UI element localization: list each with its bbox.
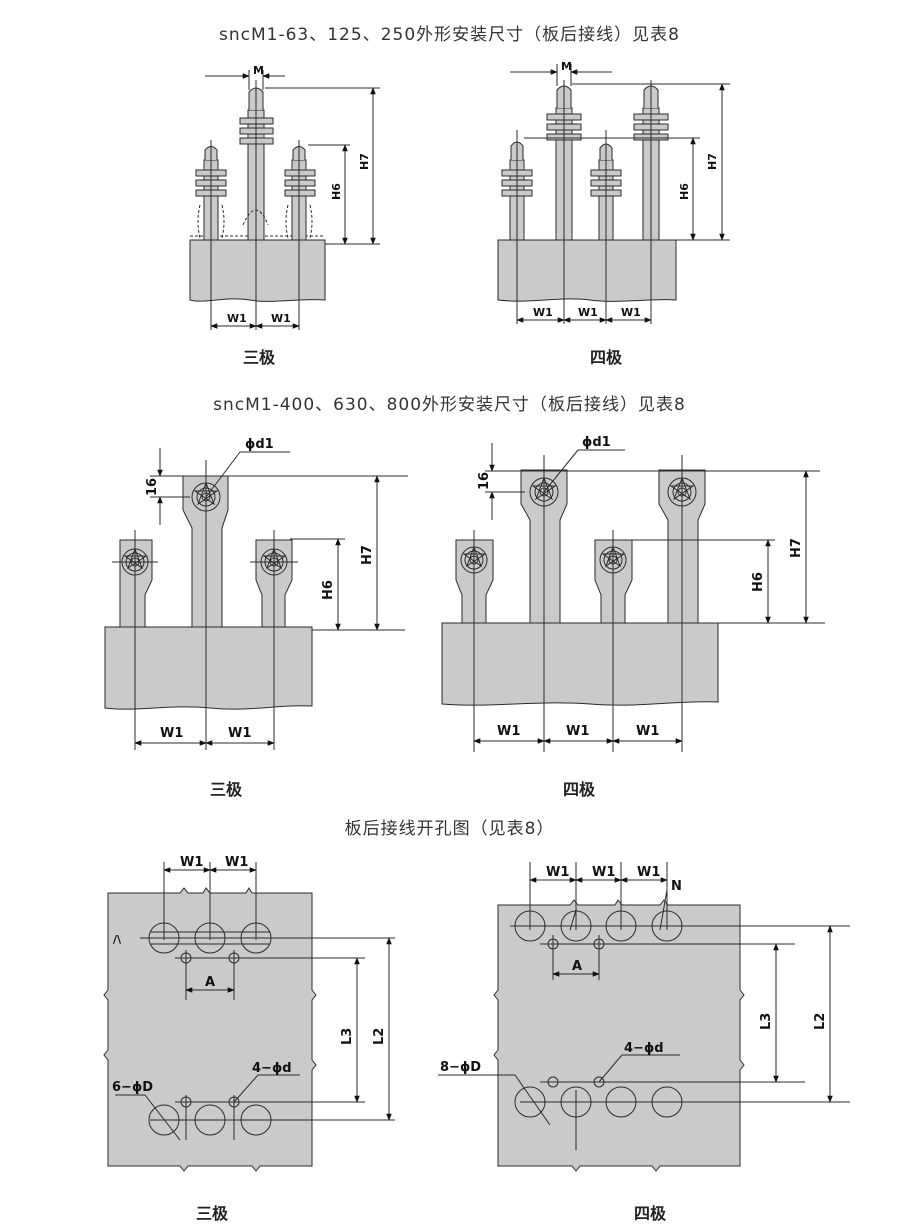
- label-H7-2: H7: [706, 153, 719, 170]
- caption-three-pole-2: 三极: [209, 780, 242, 799]
- label-16-2: 16: [477, 472, 492, 490]
- label-4-phi-d-1: 4−ϕd: [252, 1061, 292, 1076]
- label-H7-4: H7: [789, 538, 804, 558]
- label-W1-6a: W1: [546, 865, 569, 880]
- label-H6-4: H6: [751, 572, 766, 592]
- label-4-phi-d-2: 4−ϕd: [624, 1041, 664, 1056]
- heading-section-3: 板后接线开孔图（见表8）: [344, 819, 555, 839]
- label-M-2: M: [561, 60, 572, 73]
- label-W1-5a: W1: [180, 855, 203, 870]
- diagram-cutout-three-pole: [103, 862, 395, 1172]
- diagram-stud-four-pole: [497, 64, 730, 324]
- heading-section-2: sncM1-400、630、800外形安装尺寸（板后接线）见表8: [213, 395, 686, 415]
- label-W1-1a: W1: [227, 312, 247, 325]
- label-W1-2b: W1: [578, 306, 598, 319]
- label-L3-1: L3: [340, 1028, 355, 1045]
- caption-four-pole-1: 四极: [589, 348, 622, 367]
- label-W1-4c: W1: [636, 724, 659, 739]
- label-W1-3a: W1: [160, 726, 183, 741]
- caption-three-pole-1: 三极: [242, 348, 275, 367]
- label-W1-4b: W1: [566, 724, 589, 739]
- caption-four-pole-2: 四极: [562, 780, 595, 799]
- label-L2-1: L2: [372, 1028, 387, 1045]
- label-W1-2c: W1: [621, 306, 641, 319]
- caption-four-pole-3: 四极: [633, 1204, 666, 1223]
- label-H7-1: H7: [358, 153, 371, 170]
- label-N: N: [671, 879, 682, 894]
- label-A-1: A: [205, 975, 215, 990]
- caption-three-pole-3: 三极: [195, 1204, 228, 1223]
- label-W1-3b: W1: [228, 726, 251, 741]
- label-W1-1b: W1: [271, 312, 291, 325]
- label-H6-2: H6: [678, 183, 691, 200]
- label-16-1: 16: [145, 478, 160, 496]
- label-H6-1: H6: [330, 183, 343, 200]
- diagram-terminal-four-pole: [441, 443, 825, 752]
- label-W1-6c: W1: [637, 865, 660, 880]
- label-L3-2: L3: [759, 1013, 774, 1030]
- label-phi-d1-1: ϕd1: [245, 437, 274, 452]
- label-W1-4a: W1: [497, 724, 520, 739]
- heading-section-1: sncM1-63、125、250外形安装尺寸（板后接线）见表8: [219, 25, 680, 45]
- label-sep-mark: /\: [113, 933, 122, 946]
- label-8-phi-D: 8−ϕD: [440, 1060, 481, 1075]
- label-6-phi-D: 6−ϕD: [112, 1080, 153, 1095]
- label-H6-3: H6: [321, 580, 336, 600]
- diagram-stud-three-pole: [189, 70, 380, 330]
- diagram-cutout-four-pole: [438, 862, 850, 1172]
- label-L2-2: L2: [813, 1013, 828, 1030]
- label-W1-6b: W1: [592, 865, 615, 880]
- label-A-2: A: [572, 959, 582, 974]
- label-M-1: M: [253, 64, 264, 77]
- label-phi-d1-2: ϕd1: [582, 435, 611, 450]
- diagram-terminal-three-pole: [104, 448, 408, 750]
- label-H7-3: H7: [360, 545, 375, 565]
- label-W1-2a: W1: [533, 306, 553, 319]
- label-W1-5b: W1: [225, 855, 248, 870]
